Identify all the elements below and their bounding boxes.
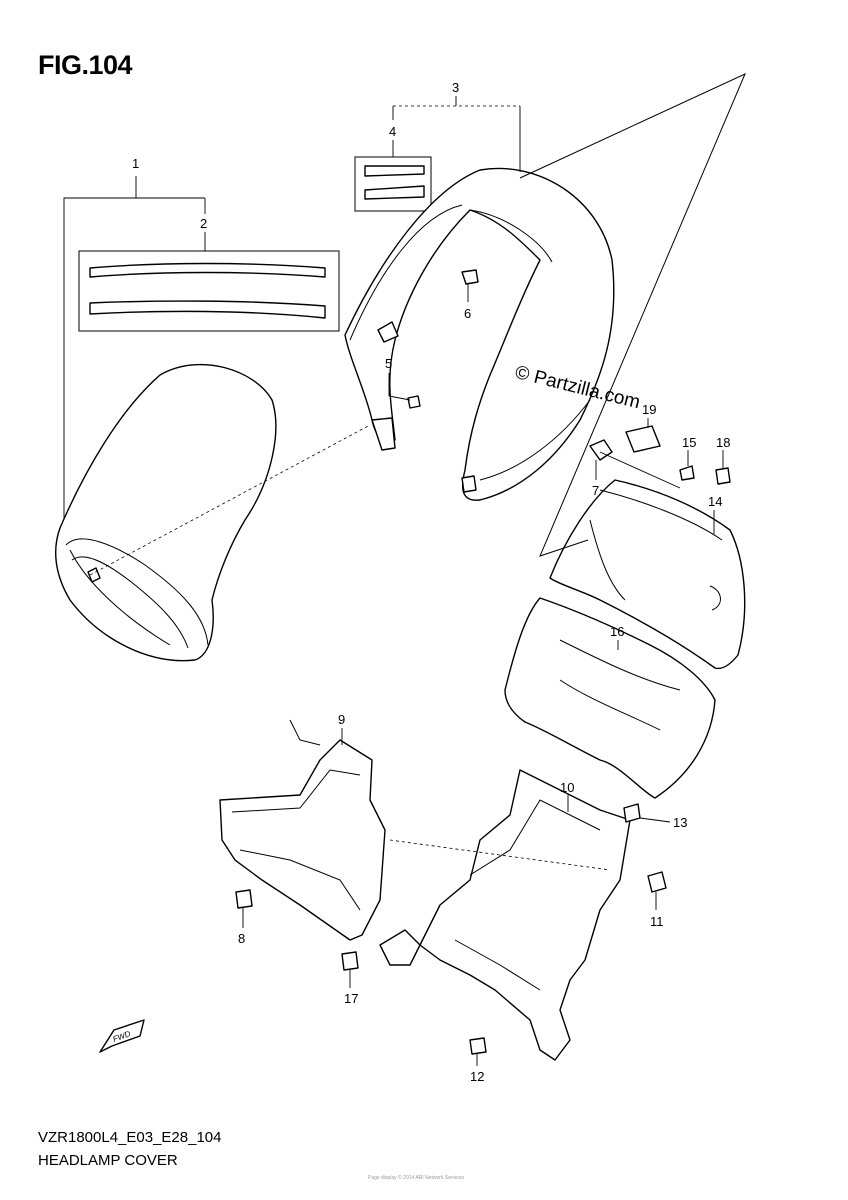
part-12-bolt[interactable] (469, 1037, 487, 1055)
leader-13 (639, 817, 671, 823)
callout-3[interactable]: 3 (452, 80, 459, 95)
assembly-line-2 (389, 839, 611, 871)
part-18-nut[interactable] (715, 467, 731, 485)
part-8-nut[interactable] (235, 889, 253, 909)
callout-5[interactable]: 5 (385, 356, 392, 371)
part-17-nut[interactable] (341, 951, 359, 971)
part-7-clip[interactable] (589, 439, 613, 461)
callout-4[interactable]: 4 (389, 124, 396, 139)
part-3-inner-cover[interactable] (344, 167, 615, 501)
callout-1[interactable]: 1 (132, 156, 139, 171)
part-13-clip[interactable] (623, 803, 641, 823)
callout-12[interactable]: 12 (470, 1069, 484, 1084)
model-code: VZR1800L4_E03_E28_104 (38, 1129, 222, 1146)
callout-14[interactable]: 14 (708, 494, 722, 509)
part-2-seal-strips[interactable] (78, 250, 340, 332)
callout-13[interactable]: 13 (673, 815, 687, 830)
part-10-main-bracket[interactable] (379, 769, 631, 1061)
assembly-line-1 (89, 424, 371, 576)
callout-15[interactable]: 15 (682, 435, 696, 450)
callout-9[interactable]: 9 (338, 712, 345, 727)
part-1-headlamp-cover[interactable] (55, 363, 277, 662)
part-9-left-bracket[interactable] (219, 719, 386, 941)
part-19-cushion[interactable] (625, 425, 661, 453)
copyright-footnote: Page display © 2014 ARI Network Services (368, 1175, 464, 1181)
figure-title: FIG.104 (38, 50, 133, 80)
part-14-inner-panel[interactable] (549, 479, 746, 670)
projection-line (519, 73, 746, 557)
part-11-bolt[interactable] (647, 871, 667, 893)
callout-18[interactable]: 18 (716, 435, 730, 450)
part-15-nut[interactable] (679, 465, 695, 481)
fwd-arrow-icon: FWD (99, 1019, 145, 1053)
callout-7[interactable]: 7 (592, 483, 599, 498)
leader-7-14 (599, 451, 681, 489)
callout-10[interactable]: 10 (560, 780, 574, 795)
part-4-seal-pieces[interactable] (354, 156, 432, 212)
callout-19[interactable]: 19 (642, 402, 656, 417)
part-16-lower-panel[interactable] (504, 597, 716, 799)
callout-11[interactable]: 11 (650, 914, 664, 929)
callout-8[interactable]: 8 (238, 931, 245, 946)
callout-17[interactable]: 17 (344, 991, 358, 1006)
figure-caption: HEADLAMP COVER (38, 1152, 178, 1169)
callout-2[interactable]: 2 (200, 216, 207, 231)
callout-6[interactable]: 6 (464, 306, 471, 321)
callout-16[interactable]: 16 (610, 624, 624, 639)
leader-5 (388, 373, 411, 401)
part-5-screw[interactable] (407, 395, 421, 409)
